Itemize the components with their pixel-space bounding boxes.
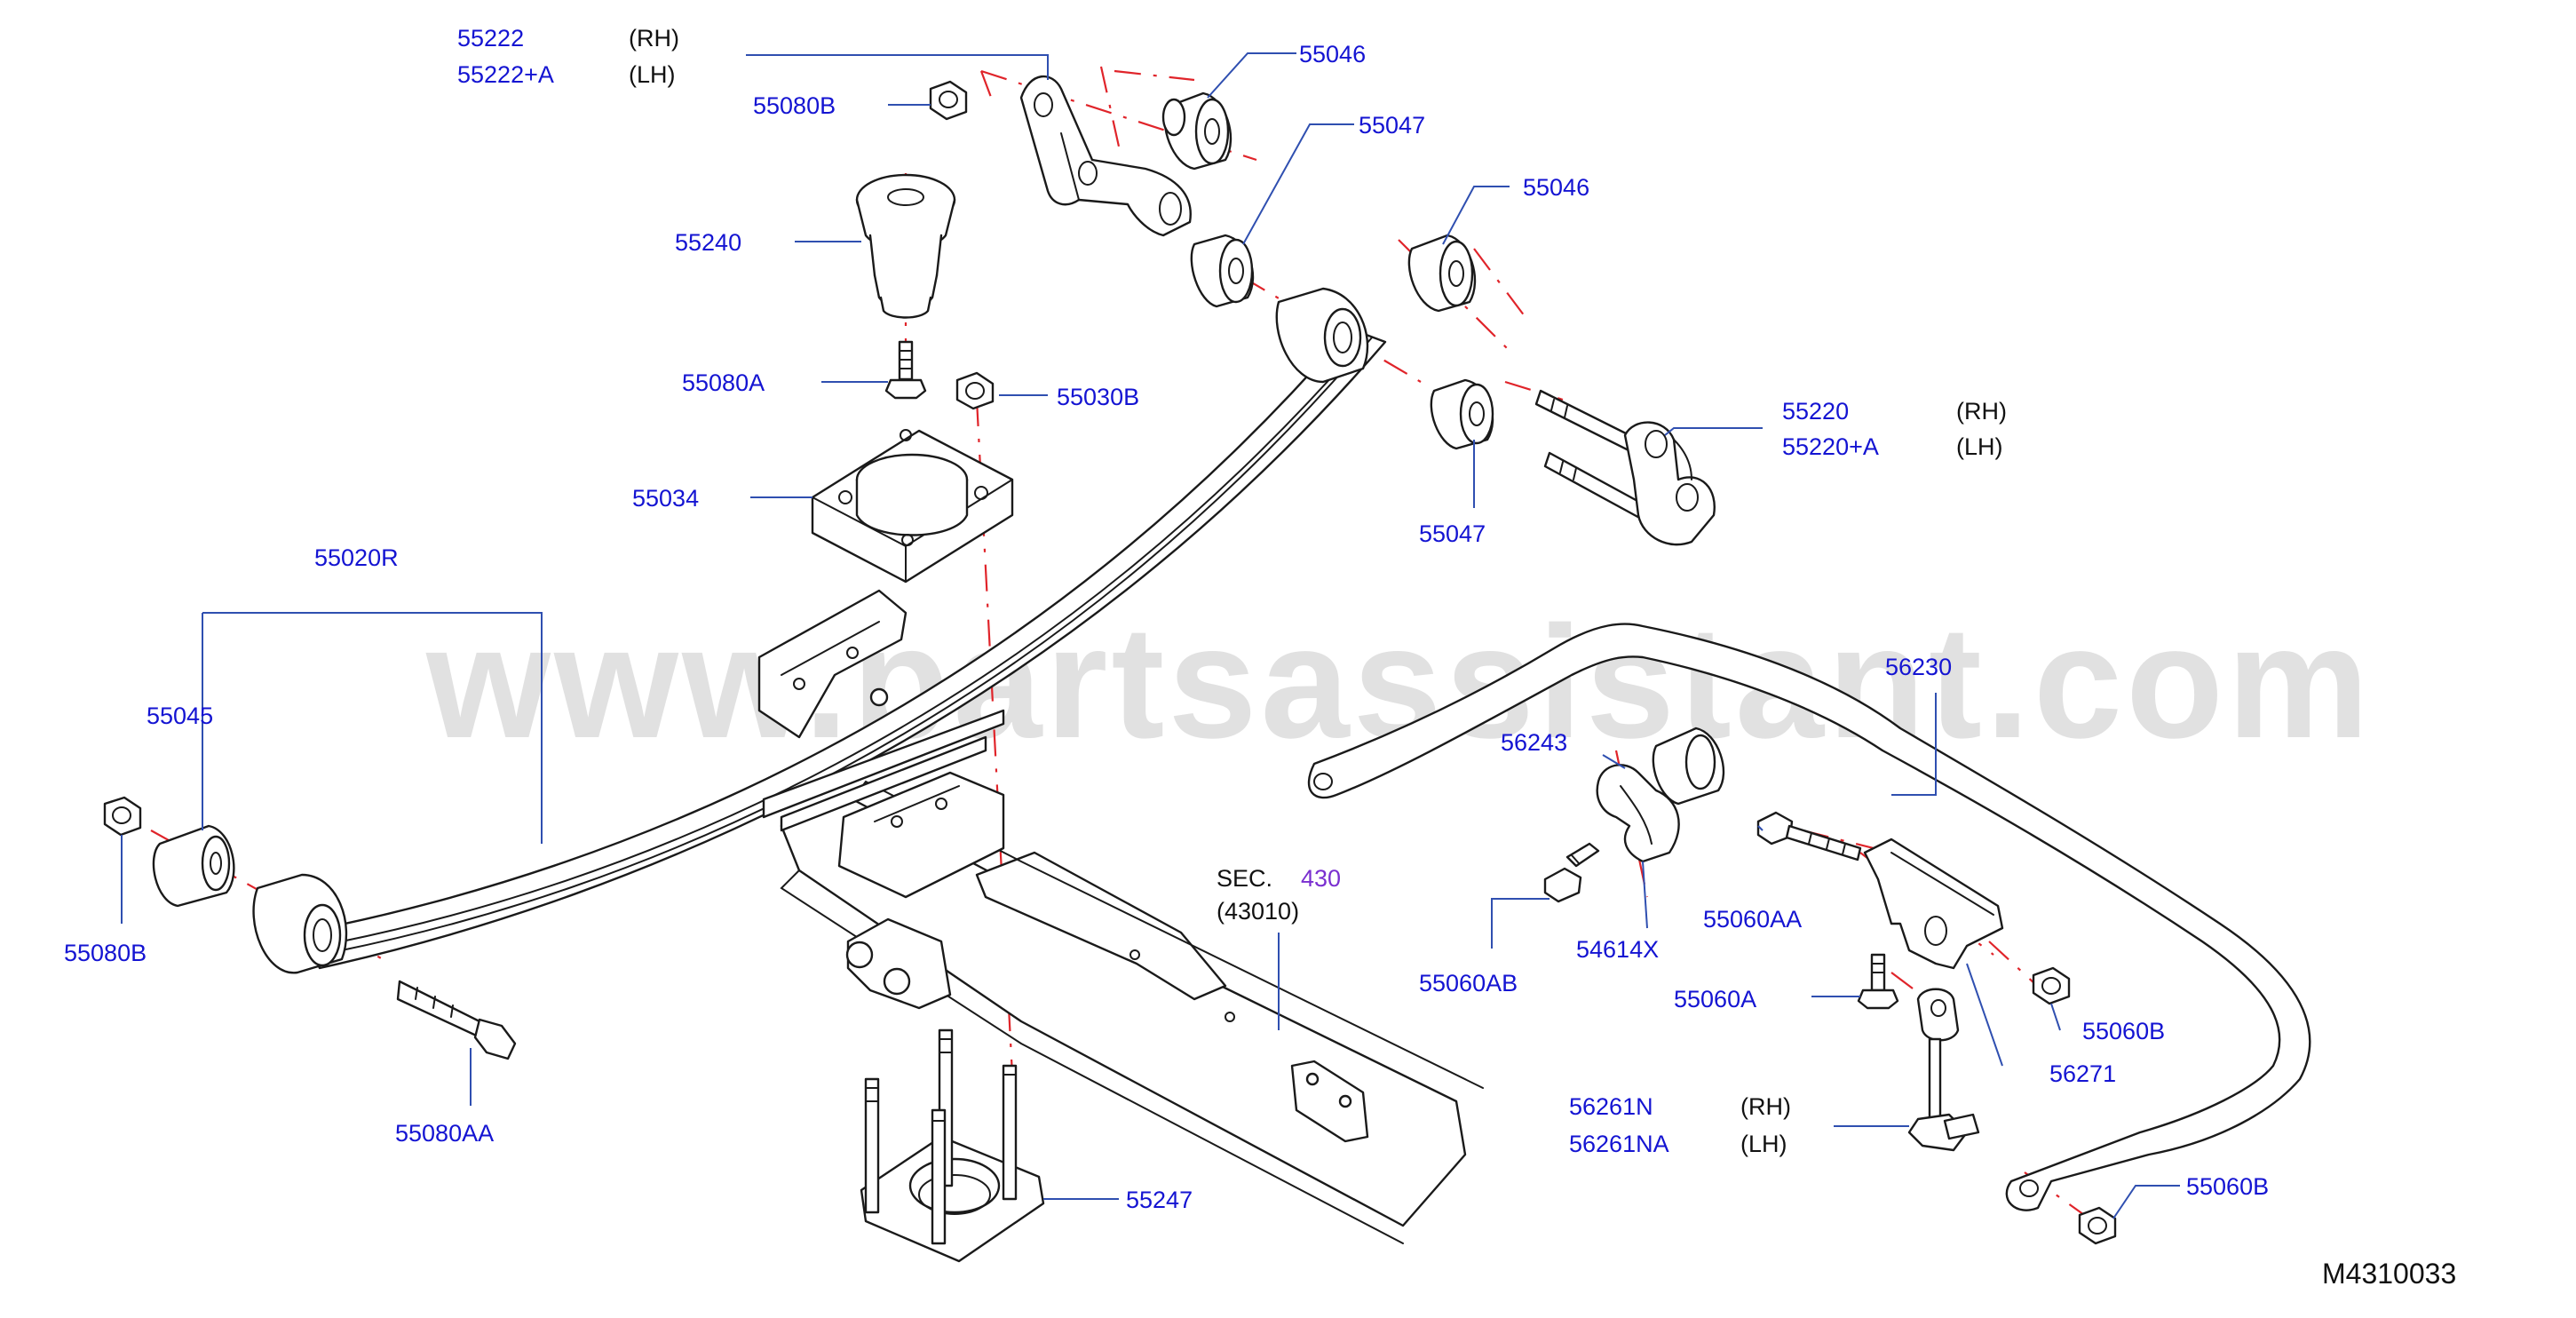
bushing-55046-top	[1161, 91, 1233, 171]
callout-55247: 55247	[1126, 1187, 1193, 1213]
bushing-55046-mid	[1407, 234, 1477, 313]
callout-55045: 55045	[147, 703, 213, 729]
bushing-55047-mid	[1430, 378, 1494, 450]
callout-55060a: 55060A	[1674, 986, 1756, 1012]
callout-55060aa: 55060AA	[1703, 906, 1802, 933]
callout-55034: 55034	[632, 485, 699, 512]
callout-55222a: 55222+A	[457, 61, 554, 88]
callout-55080b-left: 55080B	[64, 940, 147, 966]
callout-labels: 55222 (RH) 55222+A (LH) 55080B 55046 550…	[64, 25, 2269, 1213]
shackle-55220	[1534, 389, 1716, 546]
bolt-55060a	[1857, 953, 1899, 1010]
bolt-55060aa	[1756, 811, 1862, 861]
callout-55080a: 55080A	[682, 369, 765, 396]
callout-55020r: 55020R	[314, 544, 399, 571]
callout-56230: 56230	[1885, 654, 1952, 680]
callout-54614x: 54614X	[1576, 936, 1659, 963]
bolt-55080a	[884, 340, 927, 400]
callout-55046-top: 55046	[1299, 41, 1366, 67]
bushing-55045	[152, 824, 235, 908]
leaf-spring	[252, 287, 1387, 974]
bolt-55080aa	[396, 980, 517, 1060]
nut-55030b	[955, 371, 995, 410]
bushing-55047-top	[1190, 234, 1255, 308]
callout-56261n: 56261N	[1569, 1093, 1653, 1120]
nut-55080b-top	[929, 80, 968, 121]
drawing-id: M4310033	[2322, 1258, 2456, 1290]
callout-56261na: 56261NA	[1569, 1131, 1669, 1157]
callout-56261n-side: (RH)	[1740, 1093, 1791, 1120]
callout-56261na-side: (LH)	[1740, 1131, 1787, 1157]
stabilizer-link-56261n	[1907, 988, 1980, 1152]
callout-55047-top: 55047	[1359, 112, 1425, 139]
callout-55060b-low: 55060B	[2186, 1173, 2269, 1200]
callout-55222-side: (RH)	[629, 25, 679, 52]
callout-55220a-side: (LH)	[1956, 433, 2003, 460]
callout-55222a-side: (LH)	[629, 61, 676, 88]
callout-55060ab: 55060AB	[1419, 970, 1518, 996]
callout-55060b-mid: 55060B	[2082, 1018, 2165, 1044]
section-ref-sub: (43010)	[1217, 898, 1299, 925]
bump-stop-55240	[855, 173, 956, 319]
callout-55222: 55222	[457, 25, 524, 52]
bumper-pad-55034	[811, 429, 1014, 584]
section-ref-number: 430	[1301, 865, 1341, 892]
bracket-56271	[1863, 838, 2004, 970]
callout-55030b: 55030B	[1057, 384, 1139, 410]
callout-55046-mid: 55046	[1523, 174, 1589, 201]
shackle-55222	[1019, 75, 1192, 237]
ubolt-plate-55247	[860, 1028, 1045, 1263]
bushing-56243	[1652, 726, 1725, 806]
bracket-54614x	[1596, 764, 1680, 863]
leader-lines	[121, 52, 2180, 1219]
section-ref-prefix: SEC.	[1217, 865, 1272, 892]
nut-55060b-low	[2078, 1206, 2117, 1245]
stabilizer-bar-56230	[1307, 623, 2311, 1211]
callout-55220-side: (RH)	[1956, 398, 2007, 425]
frame-rail	[757, 589, 1484, 1244]
callout-56271: 56271	[2049, 1060, 2116, 1087]
nut-55080b-left	[103, 796, 142, 837]
callout-56243: 56243	[1501, 729, 1567, 756]
callout-55047-mid: 55047	[1419, 520, 1486, 547]
callout-55220a: 55220+A	[1782, 433, 1879, 460]
callout-55080aa: 55080AA	[395, 1120, 494, 1147]
bolt-55060ab	[1543, 842, 1600, 903]
callout-55220: 55220	[1782, 398, 1849, 425]
nut-55060b-mid	[2032, 966, 2071, 1005]
callout-55240: 55240	[675, 229, 741, 256]
callout-55080b-top: 55080B	[753, 92, 836, 119]
